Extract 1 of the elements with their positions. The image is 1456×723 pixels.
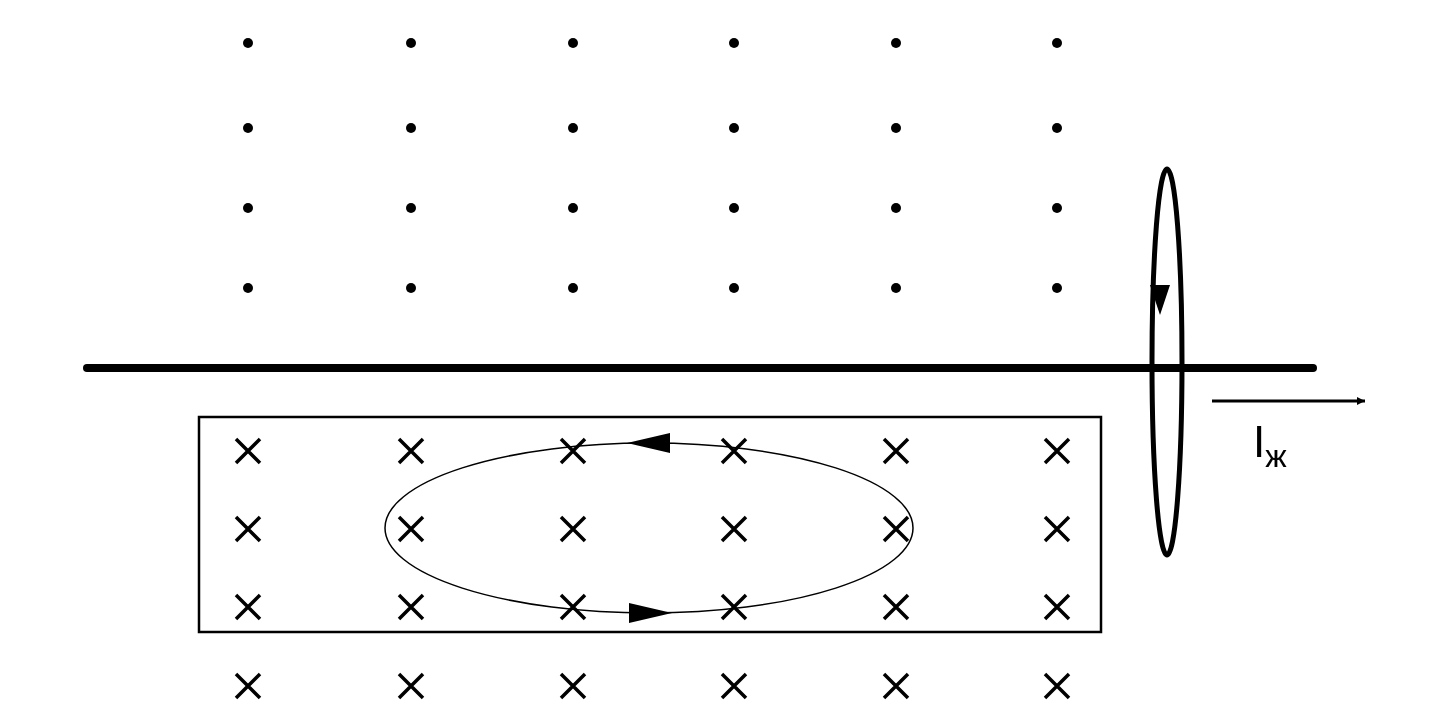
current-label: I$_{ж}$ [1253, 420, 1287, 472]
